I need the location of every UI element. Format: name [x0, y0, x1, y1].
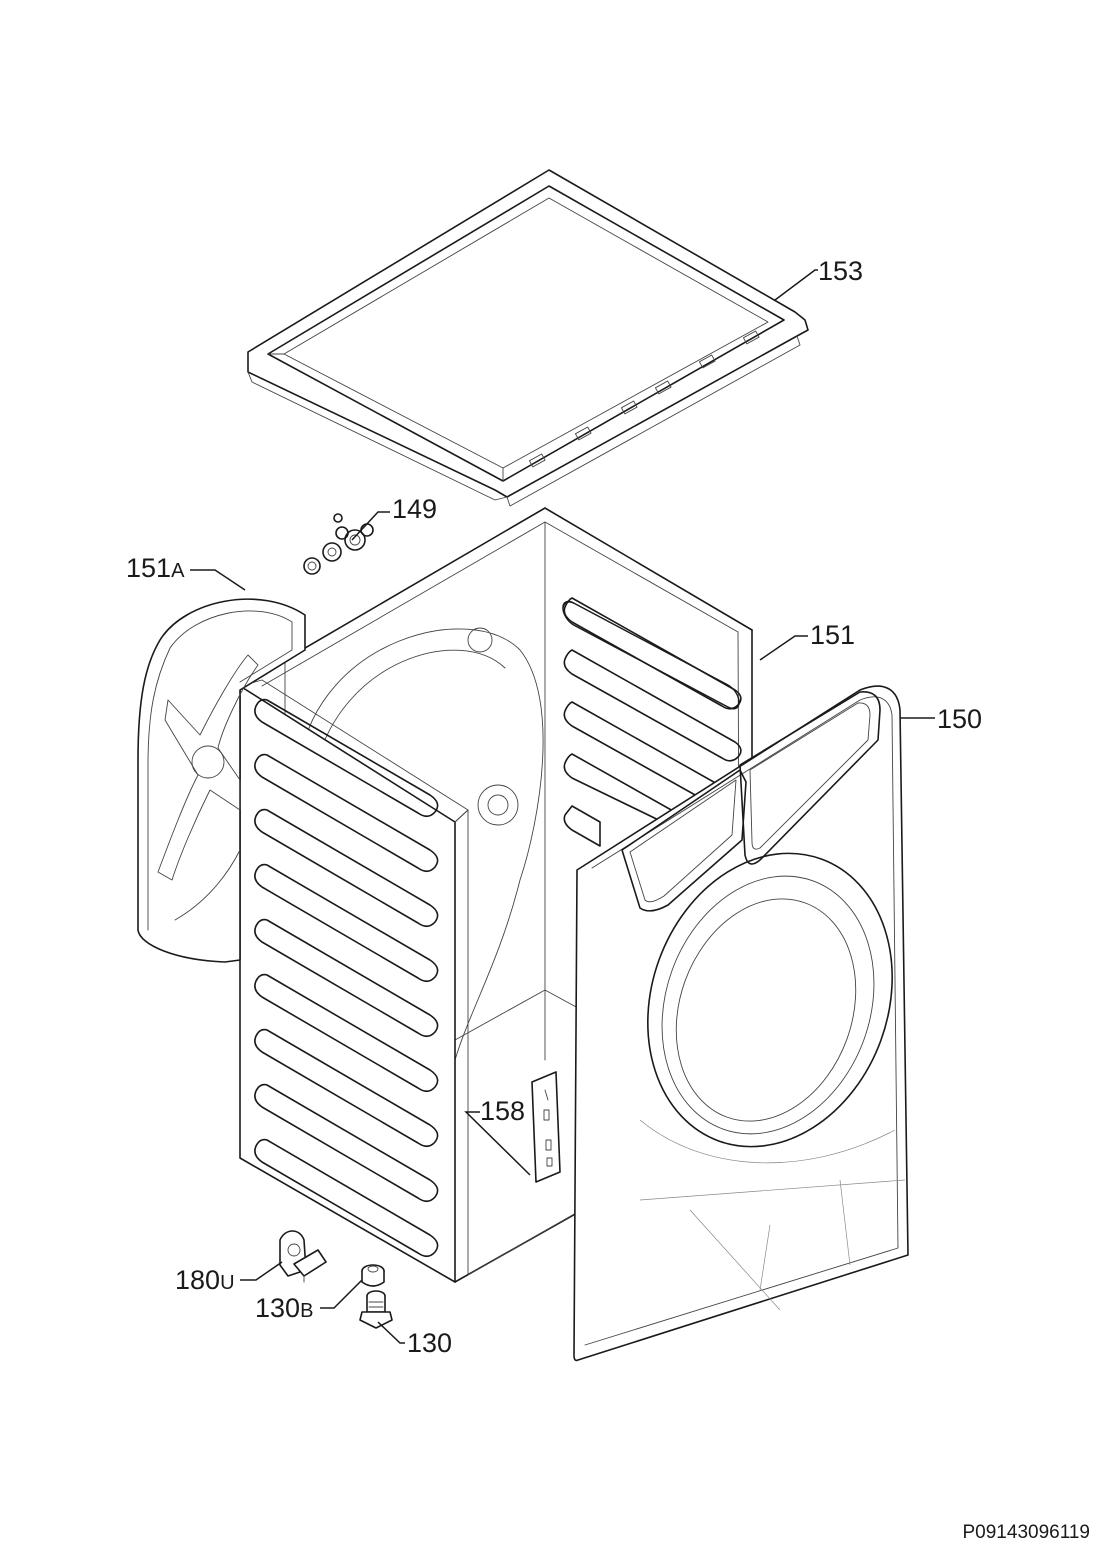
- callout-151a: 151A: [126, 553, 185, 583]
- part-foot-nut: [361, 1264, 385, 1287]
- callout-130: 130: [407, 1328, 452, 1358]
- part-left-side-panel: [239, 679, 469, 1283]
- part-foot: [359, 1290, 393, 1329]
- part-grommets: [303, 513, 374, 575]
- callout-180u: 180U: [175, 1265, 235, 1295]
- callout-150: 150: [937, 704, 982, 734]
- callout-130b: 130B: [255, 1293, 313, 1323]
- part-top-lid: [247, 169, 809, 507]
- callout-153: 153: [818, 256, 863, 286]
- callout-149: 149: [392, 494, 437, 524]
- callout-158: 158: [480, 1096, 525, 1126]
- drawing-reference-code: P09143096119: [963, 1522, 1091, 1543]
- part-rear-panel: [137, 598, 306, 963]
- part-bracket: [531, 1071, 561, 1183]
- callout-151: 151: [810, 620, 855, 650]
- leader-lines: [190, 269, 935, 1344]
- part-front-panel: [573, 685, 909, 1362]
- part-clip: [279, 1230, 327, 1283]
